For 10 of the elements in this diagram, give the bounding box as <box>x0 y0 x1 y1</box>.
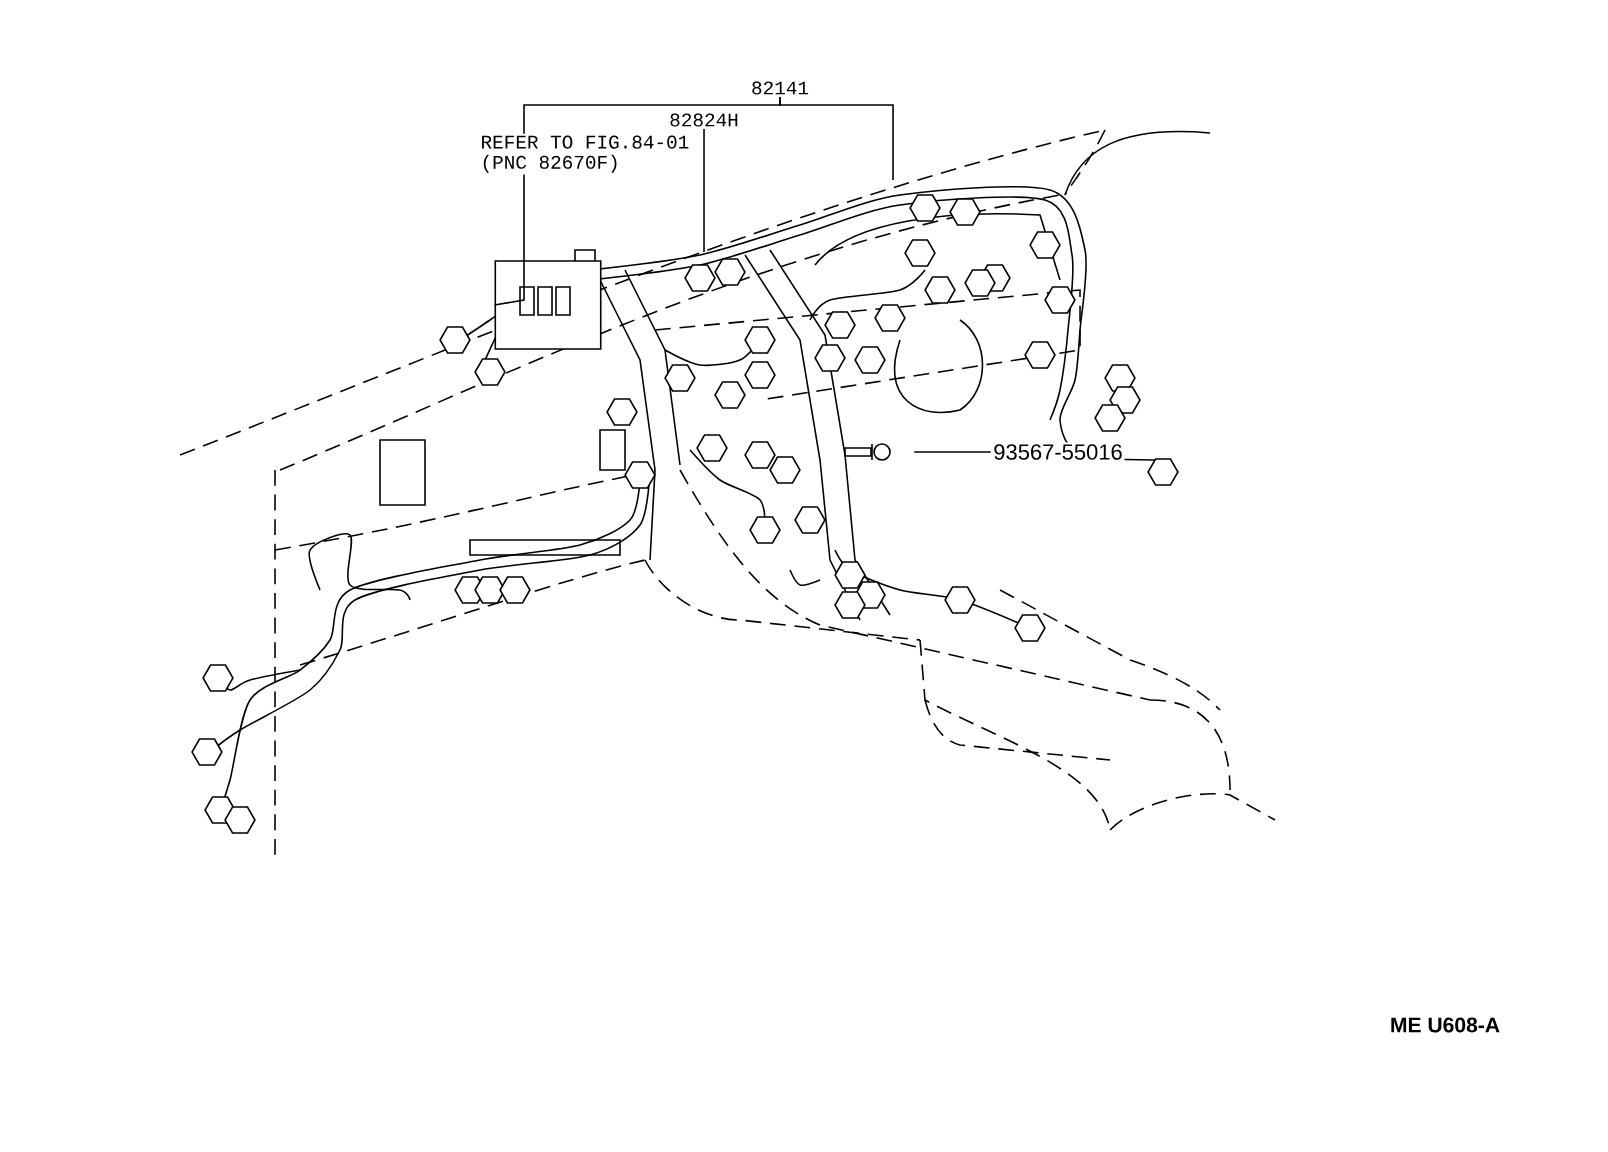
drawing-number: ME U608-A <box>1391 1017 1500 1033</box>
leader-line <box>913 451 992 453</box>
part-number: 82824H <box>667 111 741 129</box>
leader-line <box>703 128 705 253</box>
bolt <box>844 443 891 461</box>
part-number: 82141 <box>749 79 811 97</box>
note: REFER TO FIG.84-01 (PNC 82670F) <box>478 133 694 175</box>
leader-line <box>779 96 894 181</box>
relay-block <box>494 260 602 350</box>
part-number: 93567-55016 <box>991 442 1125 462</box>
